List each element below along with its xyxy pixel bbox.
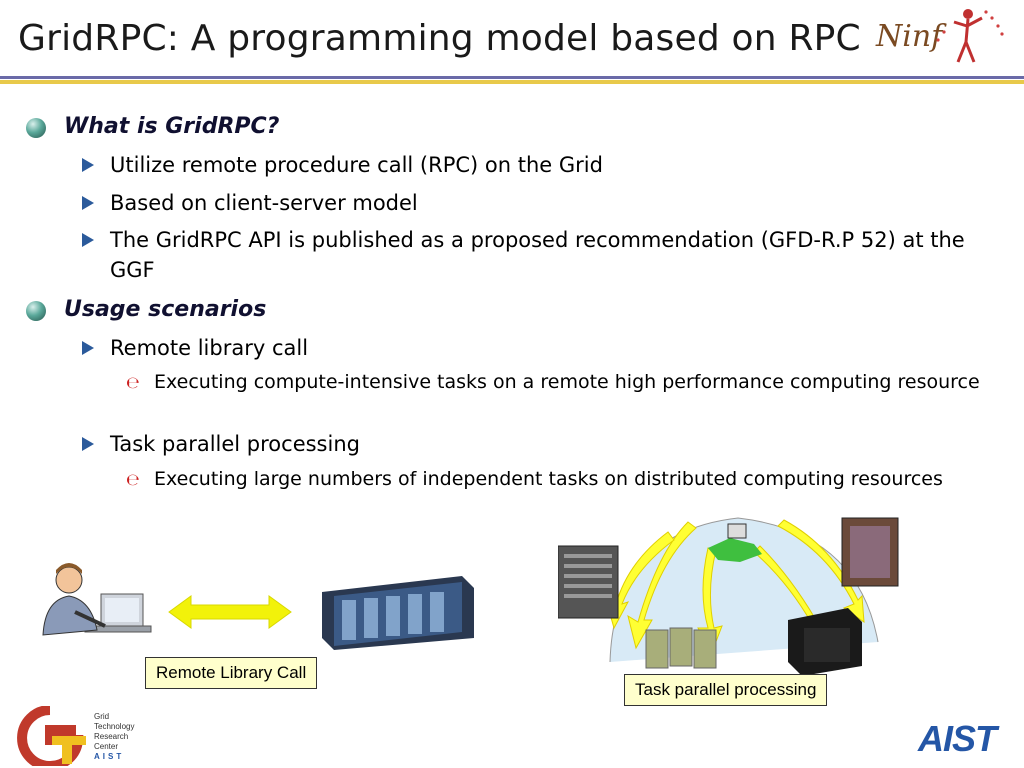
title-rule-blue bbox=[0, 76, 1024, 79]
ninf-logo-text: Ninf bbox=[875, 19, 947, 54]
triangle-bullet-icon bbox=[82, 158, 94, 172]
gtrc-line: Grid bbox=[94, 712, 110, 721]
triangle-bullet-icon bbox=[82, 437, 94, 451]
caption-task-parallel: Task parallel processing bbox=[624, 674, 828, 706]
caption-remote-library-call: Remote Library Call bbox=[145, 657, 318, 689]
gtrc-logo-text: Grid Technology Research Center AIST bbox=[94, 712, 134, 762]
curl-bullet-icon: ℮ bbox=[126, 470, 140, 489]
supercomputer-illustration bbox=[322, 576, 474, 650]
gtrc-line: AIST bbox=[94, 752, 125, 761]
list-item: Utilize remote procedure call (RPC) on t… bbox=[110, 153, 603, 177]
list-item: Task parallel processing bbox=[110, 432, 360, 456]
heading-usage: Usage scenarios bbox=[64, 297, 267, 322]
slide-title: GridRPC: A programming model based on RP… bbox=[18, 18, 861, 59]
curl-bullet-icon: ℮ bbox=[126, 373, 140, 392]
list-subitem: Executing compute-intensive tasks on a r… bbox=[154, 371, 980, 393]
ninf-logo: Ninf bbox=[875, 9, 1004, 63]
gtrc-line: Technology bbox=[94, 722, 135, 731]
bullet-ball-icon bbox=[26, 118, 46, 138]
bullet-ball-icon bbox=[26, 301, 46, 321]
list-subitem: Executing large numbers of independent t… bbox=[154, 468, 943, 490]
list-item: Remote library call bbox=[110, 336, 309, 360]
list-item: Based on client-server model bbox=[110, 191, 418, 215]
triangle-bullet-icon bbox=[82, 341, 94, 355]
triangle-bullet-icon bbox=[82, 196, 94, 210]
double-arrow-icon bbox=[168, 595, 292, 629]
gtrc-line: Research bbox=[94, 732, 129, 741]
list-item: The GridRPC API is published as a propos… bbox=[110, 228, 965, 282]
user-at-computer-illustration bbox=[42, 563, 152, 636]
triangle-bullet-icon bbox=[82, 233, 94, 247]
heading-what-is: What is GridRPC? bbox=[64, 114, 280, 139]
aist-logo: AIST bbox=[918, 718, 997, 759]
title-rule-gold bbox=[0, 80, 1024, 84]
gtrc-line: Center bbox=[94, 742, 119, 751]
gtrc-logo bbox=[17, 706, 86, 766]
grid-task-parallel-illustration bbox=[558, 517, 899, 676]
